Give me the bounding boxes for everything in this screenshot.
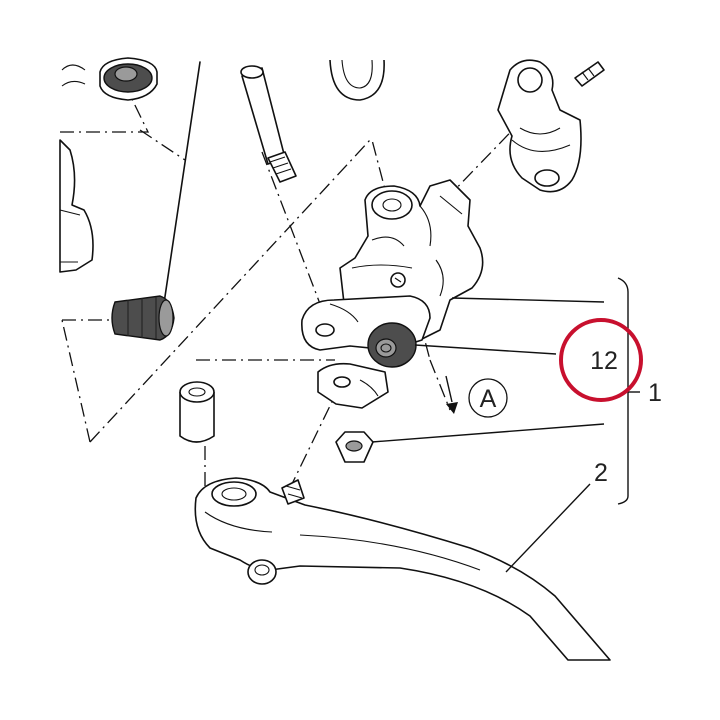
callout-label-12: 12 bbox=[590, 347, 618, 375]
pivot-bolt bbox=[240, 65, 297, 183]
cable-line-left bbox=[159, 61, 201, 331]
callout-label-1: 1 bbox=[648, 379, 662, 407]
handlebar-clamp bbox=[497, 59, 605, 193]
view-a-arrow bbox=[445, 375, 458, 414]
hex-nut bbox=[335, 431, 374, 463]
spacer-sleeve bbox=[179, 381, 215, 443]
brake-lever bbox=[194, 477, 611, 661]
ring-clip bbox=[329, 59, 385, 101]
grommet-top-left bbox=[61, 57, 158, 101]
bracket-left-partial bbox=[59, 139, 94, 273]
bushing-item-12 bbox=[367, 322, 417, 368]
view-a-circle bbox=[468, 378, 508, 418]
rubber-boot bbox=[111, 295, 175, 341]
callout-label-2: 2 bbox=[594, 459, 608, 487]
group-bracket-item-1 bbox=[617, 277, 629, 505]
pivot-bracket bbox=[317, 362, 389, 409]
highlight-circle bbox=[559, 318, 643, 402]
leader-lines bbox=[371, 297, 605, 573]
view-a-label: A bbox=[480, 385, 497, 413]
